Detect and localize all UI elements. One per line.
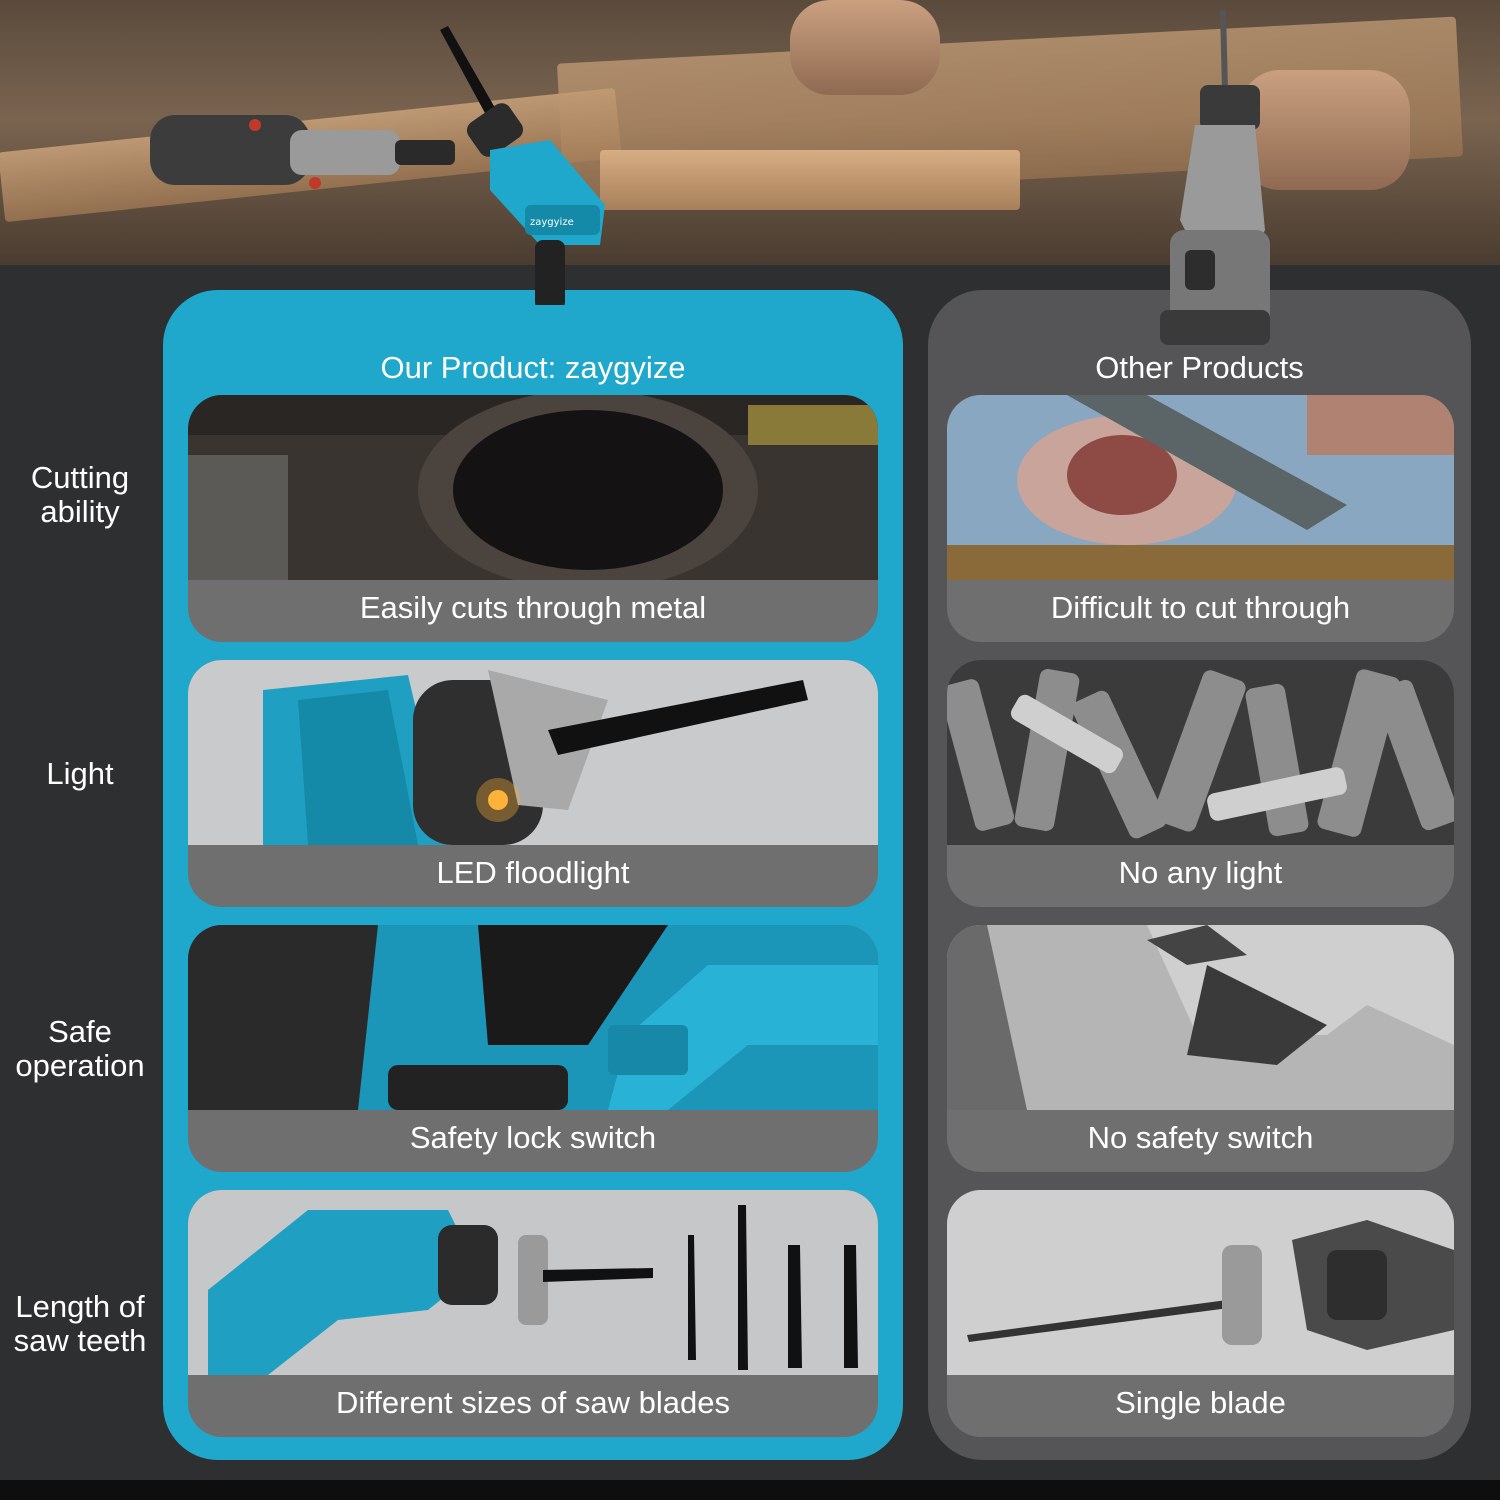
comparison-card-led: LED floodlight [188,660,878,907]
other-products-title: Other Products [1095,350,1304,385]
saw-blades-photo [188,1190,878,1375]
card-caption: Difficult to cut through [1050,590,1351,625]
row-labels: Cutting ability Light Safe operation Len… [0,265,160,1500]
meat-saw-photo [947,395,1454,580]
bottom-bar [0,1480,1500,1500]
row-label-line: Length of [15,1289,145,1324]
comparison-card-metal: Easily cuts through metal [188,395,878,642]
card-caption: Easily cuts through metal [359,590,707,625]
comparison-card-no-safety: No safety switch [947,925,1454,1172]
row-label-saw-teeth: Length of saw teeth [0,1290,160,1358]
row-label-cutting: Cutting ability [0,461,160,529]
led-floodlight-photo [188,660,878,845]
comparison-card-safety: Safety lock switch [188,925,878,1172]
card-caption: Safety lock switch [409,1120,657,1155]
row-label-line: operation [15,1048,145,1083]
card-caption: Single blade [1115,1385,1286,1420]
single-blade-photo [947,1190,1454,1375]
other-products-panel: Other Products Difficult to cut through [928,290,1471,1460]
batteries-photo [947,660,1454,845]
no-safety-switch-photo [947,925,1454,1110]
card-caption: No safety switch [1087,1120,1314,1155]
comparison-card-difficult-cut: Difficult to cut through [947,395,1454,642]
row-label-line: saw teeth [13,1323,147,1358]
card-caption: Different sizes of saw blades [335,1385,730,1420]
metal-pipe-photo [188,395,878,580]
row-label-line: Safe [48,1014,112,1049]
tool-brand-label: zaygyize [530,217,574,228]
drill-photo [150,115,455,189]
comparison-card-no-light: No any light [947,660,1454,907]
comparison-card-single-blade: Single blade [947,1190,1454,1437]
row-label-safe: Safe operation [0,1015,160,1083]
row-label-line: Cutting [30,460,130,495]
our-product-panel: Our Product: zaygyize Easily cuts throug… [163,290,903,1460]
our-product-title: Our Product: zaygyize [380,350,686,385]
card-caption: LED floodlight [436,855,630,890]
other-reciprocating-saw-image [1160,10,1270,345]
row-label-light: Light [0,757,160,791]
row-label-line: ability [40,494,120,529]
row-label-line: Light [46,756,114,791]
safety-switch-photo [188,925,878,1110]
card-caption: No any light [1118,855,1283,890]
our-reciprocating-saw-image: zaygyize [440,26,605,345]
comparison-card-blades: Different sizes of saw blades [188,1190,878,1437]
